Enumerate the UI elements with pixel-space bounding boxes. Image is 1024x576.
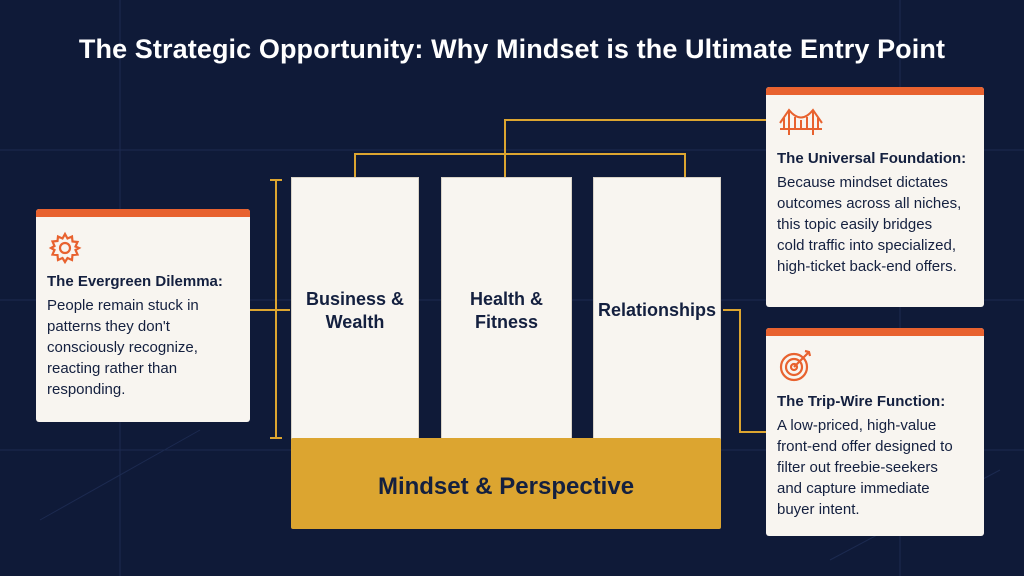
card-body: People remain stuck in patterns they don… [47, 297, 199, 398]
page-title: The Strategic Opportunity: Why Mindset i… [78, 34, 946, 64]
card-trip-wire-function: The Trip-Wire Function: A low-priced, hi… [766, 328, 984, 536]
card-title: The Evergreen Dilemma: [47, 273, 223, 290]
pillar-business-wealth: Business & Wealth [291, 177, 419, 440]
bridge-icon [779, 108, 823, 135]
pillar-label: Health & Fitness [469, 288, 543, 332]
card-accent-bar [766, 328, 984, 336]
card-accent-bar [766, 87, 984, 95]
pillar-health-fitness: Health & Fitness [441, 177, 572, 440]
card-accent-bar [36, 209, 250, 217]
card-title: The Trip-Wire Function: [777, 393, 946, 410]
card-title: The Universal Foundation: [777, 150, 967, 167]
card-evergreen-dilemma: The Evergreen Dilemma: People remain stu… [36, 209, 250, 422]
pillar-relationships: Relationships [593, 177, 721, 440]
card-body: A low-priced, high-value front-end offer… [777, 417, 953, 518]
target-icon [779, 349, 812, 382]
foundation-label: Mindset & Perspective [377, 472, 635, 500]
card-universal-foundation: The Universal Foundation: Because mindse… [766, 87, 984, 307]
foundation-block: Mindset & Perspective [291, 438, 721, 529]
pillar-label: Relationships [597, 300, 717, 320]
gear-icon [48, 231, 82, 265]
pillar-label: Business & Wealth [305, 288, 405, 332]
card-body: Because mindset dictates outcomes across… [777, 174, 962, 275]
